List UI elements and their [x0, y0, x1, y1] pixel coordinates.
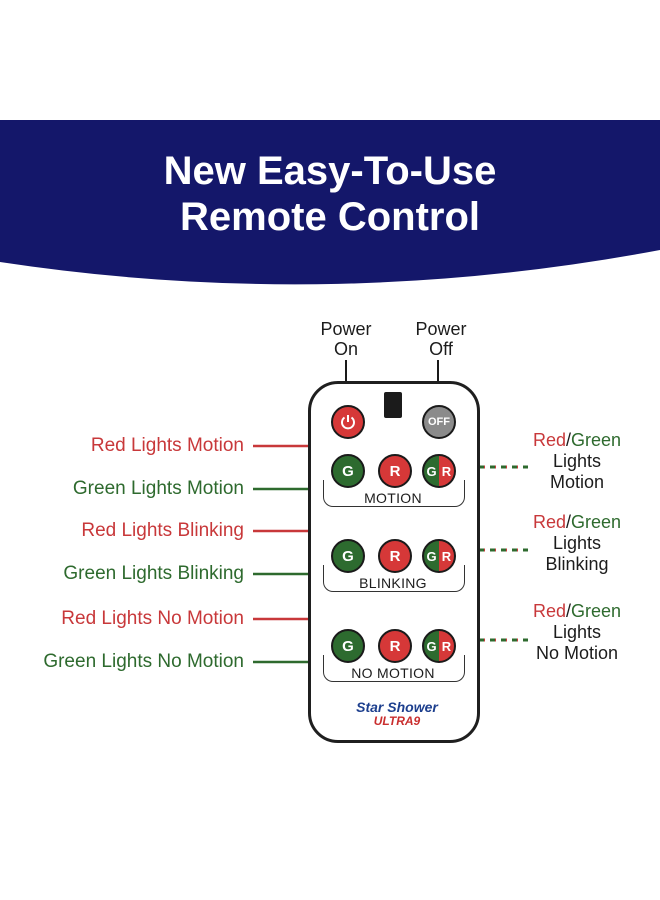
split-g-glyph: G — [426, 548, 437, 564]
blinking-group-frame — [323, 565, 465, 592]
motion-group-frame — [323, 480, 465, 507]
red-no-motion-button[interactable]: R — [378, 629, 412, 663]
rg-lights-word: Lights — [552, 622, 602, 642]
header-banner: New Easy-To-Use Remote Control — [0, 0, 660, 300]
power-icon — [341, 415, 355, 430]
split-g-glyph: G — [426, 463, 437, 479]
rg-mode-word: No Motion — [535, 643, 619, 663]
power-on-label-line1: Power — [320, 319, 372, 339]
split-r-glyph: R — [441, 463, 452, 479]
green-motion-button[interactable]: G — [331, 454, 365, 488]
green-motion-label: Green Lights Motion — [72, 478, 244, 499]
rg-lights-word: Lights — [552, 533, 602, 553]
power-off-label-line1: Power — [415, 319, 467, 339]
split-r-glyph: R — [441, 548, 452, 564]
red-green-no-motion-label: Red/Green Lights No Motion — [517, 601, 637, 664]
power-off-label: Power Off — [406, 319, 476, 359]
power-off-button[interactable]: OFF — [422, 405, 456, 439]
blinking-group-label: BLINKING — [359, 575, 427, 591]
power-off-label-line2: Off — [429, 339, 453, 359]
brand-line2: ULTRA9 — [373, 714, 421, 728]
rg-green-word: Green — [571, 430, 622, 450]
banner-title: New Easy-To-Use Remote Control — [0, 148, 660, 240]
rg-slash: / — [565, 430, 571, 450]
red-green-motion-label: Red/Green Lights Motion — [517, 430, 637, 493]
banner-title-line1: New Easy-To-Use — [163, 149, 497, 193]
rg-red-word: Red — [532, 430, 566, 450]
red-blinking-label: Red Lights Blinking — [81, 520, 244, 541]
rg-mode-word: Blinking — [545, 554, 609, 574]
rg-red-word: Red — [532, 512, 566, 532]
green-no-motion-button[interactable]: G — [331, 629, 365, 663]
red-blinking-button[interactable]: R — [378, 539, 412, 573]
green-blinking-button[interactable]: G — [331, 539, 365, 573]
power-on-label-line2: On — [333, 339, 358, 359]
rg-green-word: Green — [571, 601, 622, 621]
red-green-blinking-label: Red/Green Lights Blinking — [517, 512, 637, 575]
rg-slash: / — [565, 512, 571, 532]
split-r-glyph: R — [441, 638, 452, 654]
red-no-motion-label: Red Lights No Motion — [61, 608, 244, 629]
power-on-label: Power On — [311, 319, 381, 359]
no-motion-group-frame — [323, 655, 465, 682]
green-blinking-label: Green Lights Blinking — [63, 563, 244, 584]
no-motion-group-label: NO MOTION — [351, 665, 435, 681]
banner-shape — [0, 120, 660, 285]
rg-mode-word: Motion — [549, 472, 605, 492]
power-on-button[interactable] — [331, 405, 365, 439]
brand-logo-icon — [384, 392, 402, 418]
green-no-motion-label: Green Lights No Motion — [43, 651, 244, 672]
red-motion-label: Red Lights Motion — [90, 435, 244, 456]
rg-lights-word: Lights — [552, 451, 602, 471]
rg-green-word: Green — [571, 512, 622, 532]
rg-slash: / — [565, 601, 571, 621]
rg-red-word: Red — [532, 601, 566, 621]
banner-title-line2: Remote Control — [180, 195, 480, 239]
motion-group-label: MOTION — [364, 490, 422, 506]
red-motion-button[interactable]: R — [378, 454, 412, 488]
star-shower-logo: Star Shower ULTRA9 — [351, 700, 443, 728]
brand-line1: Star Shower — [356, 699, 438, 715]
split-g-glyph: G — [426, 638, 437, 654]
